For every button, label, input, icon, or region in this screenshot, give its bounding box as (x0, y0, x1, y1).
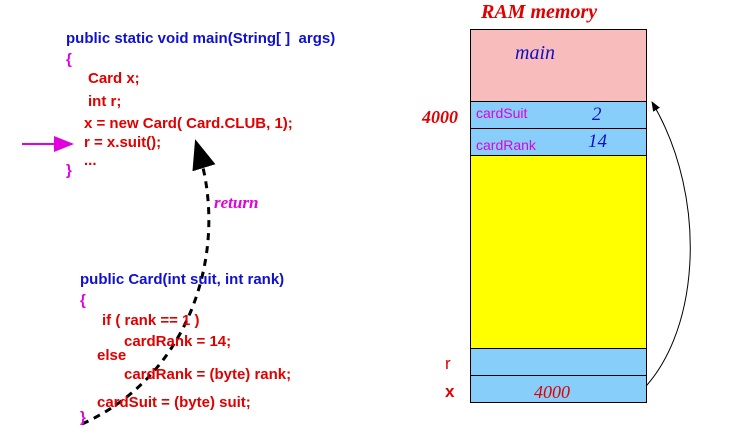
x-variable-label: x (445, 382, 455, 401)
x-variable-value: 4000 (534, 382, 570, 402)
main-line-int-r: int r; (88, 93, 122, 110)
main-line-new-card: x = new Card( Card.CLUB, 1); (84, 115, 293, 132)
constructor-signature: public Card(int suit, int rank) (80, 271, 285, 288)
constructor-open-brace: { (80, 292, 86, 309)
card-rank-cell (470, 128, 647, 156)
constructor-rank-cast-line: cardRank = (byte) rank; (124, 366, 292, 383)
constructor-if-line: if ( rank == 1 ) (102, 312, 200, 329)
r-variable-cell (470, 348, 647, 376)
x-variable-cell (470, 375, 647, 403)
address-4000-label: 4000 (422, 107, 458, 127)
constructor-close-brace: } (80, 409, 86, 426)
main-line-card-x: Card x; (88, 70, 140, 87)
heap-free-block (470, 155, 647, 349)
main-open-brace: { (66, 51, 72, 68)
card-suit-value: 2 (592, 104, 602, 125)
constructor-rank14-line: cardRank = 14; (124, 333, 232, 350)
main-signature: public static void main(String[ ] args) (66, 30, 336, 47)
main-line-suit-call: r = x.suit(); (84, 134, 162, 151)
r-variable-label: r (445, 354, 451, 373)
main-frame-label: main (515, 42, 555, 64)
main-close-brace: } (66, 162, 72, 179)
reference-arrow (635, 101, 691, 397)
constructor-else-line: else (97, 347, 127, 364)
constructor-suit-cast-line: cardSuit = (byte) suit; (97, 394, 251, 411)
ram-memory-title: RAM memory (481, 1, 598, 23)
card-rank-value: 14 (588, 131, 607, 152)
card-rank-label: cardRank (476, 137, 536, 153)
card-suit-label: cardSuit (476, 105, 528, 121)
return-label: return (214, 193, 259, 212)
main-line-ellipsis: ... (84, 152, 97, 169)
main-frame-block (470, 29, 647, 102)
return-dashed-arrow (81, 139, 216, 426)
